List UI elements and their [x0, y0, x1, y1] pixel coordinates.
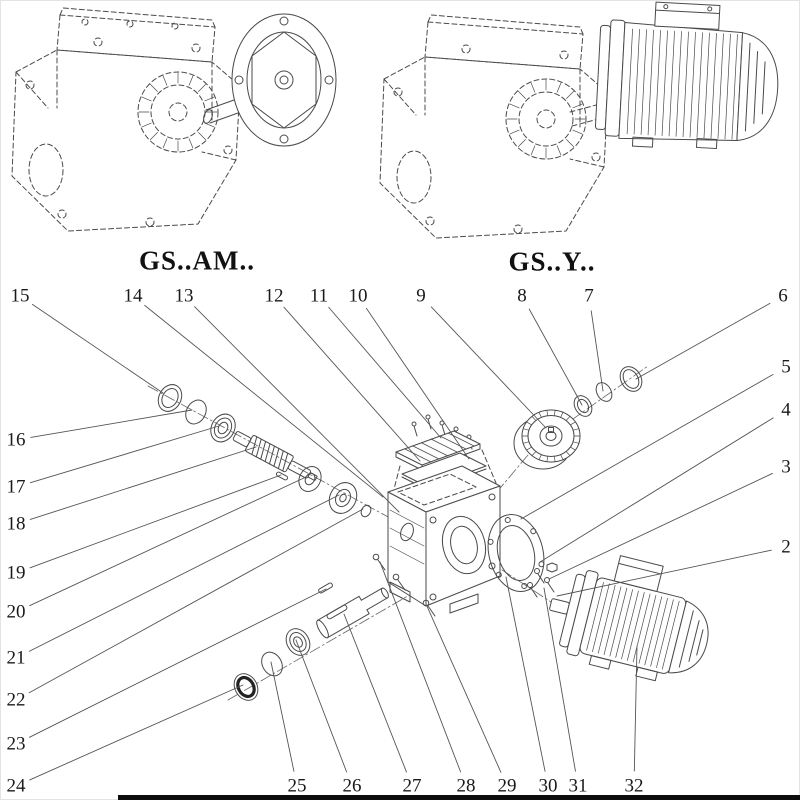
page-bottom-edge [118, 795, 800, 800]
shim-disc [328, 482, 358, 514]
callout-25: 25 [287, 775, 307, 797]
gearbox-am-outline [11, 7, 241, 232]
callout-4: 4 [781, 399, 791, 421]
main-gear [513, 409, 581, 470]
callout-11: 11 [309, 285, 329, 307]
callout-8: 8 [517, 285, 527, 307]
output-circlip [261, 651, 283, 677]
cover-assembly [393, 414, 497, 491]
output-seal [233, 673, 259, 701]
gear-washer [573, 395, 593, 417]
callout-13: 13 [174, 285, 194, 307]
callout-27: 27 [402, 775, 422, 797]
callout-28: 28 [456, 775, 476, 797]
worm-key [275, 471, 289, 481]
callout-3: 3 [781, 456, 791, 478]
callout-26: 26 [342, 775, 362, 797]
callout-30: 30 [538, 775, 558, 797]
callout-15: 15 [10, 285, 30, 307]
input-seal [157, 384, 183, 412]
callout-23: 23 [6, 733, 26, 755]
input-shaft-parts [157, 384, 372, 518]
y-gear-teeth [506, 79, 586, 159]
worm-shaft [232, 431, 318, 481]
y-motor [594, 1, 779, 149]
callout-9: 9 [416, 285, 426, 307]
motor-fasteners [527, 562, 558, 598]
callout-16: 16 [6, 429, 26, 451]
callout-leader-lines [28, 302, 774, 781]
output-key [318, 582, 333, 594]
callout-31: 31 [568, 775, 588, 797]
callout-32: 32 [624, 775, 644, 797]
am-flange [203, 13, 337, 147]
output-bearing [285, 628, 311, 656]
callout-17: 17 [6, 476, 26, 498]
callout-19: 19 [6, 562, 26, 584]
input-circlip [185, 399, 207, 425]
callout-24: 24 [6, 775, 26, 797]
motor-ribs [586, 581, 680, 670]
worm-bearing-2 [298, 466, 322, 492]
housing [387, 465, 501, 614]
callout-5: 5 [781, 356, 791, 378]
gear-circlip [595, 382, 613, 402]
gearbox-y-outline [379, 14, 609, 239]
main-gear-teeth [521, 409, 581, 463]
callout-18: 18 [6, 513, 26, 535]
callout-7: 7 [584, 285, 594, 307]
figure-label-gs-y: GS..Y.. [508, 246, 596, 277]
callout-10: 10 [348, 285, 368, 307]
y-motor-ribs [626, 28, 738, 140]
callout-12: 12 [264, 285, 284, 307]
callout-20: 20 [6, 601, 26, 623]
callout-22: 22 [6, 689, 26, 711]
motor [549, 555, 709, 682]
small-ring [360, 504, 372, 518]
output-shaft-parts [233, 582, 389, 701]
callout-21: 21 [6, 647, 26, 669]
callout-2: 2 [781, 536, 791, 558]
output-shaft [316, 587, 389, 639]
callout-6: 6 [778, 285, 788, 307]
callout-29: 29 [497, 775, 517, 797]
figure-label-gs-am: GS..AM.. [139, 245, 255, 276]
gear-seal-ring [619, 366, 643, 392]
callout-14: 14 [123, 285, 143, 307]
output-flange [487, 514, 545, 592]
